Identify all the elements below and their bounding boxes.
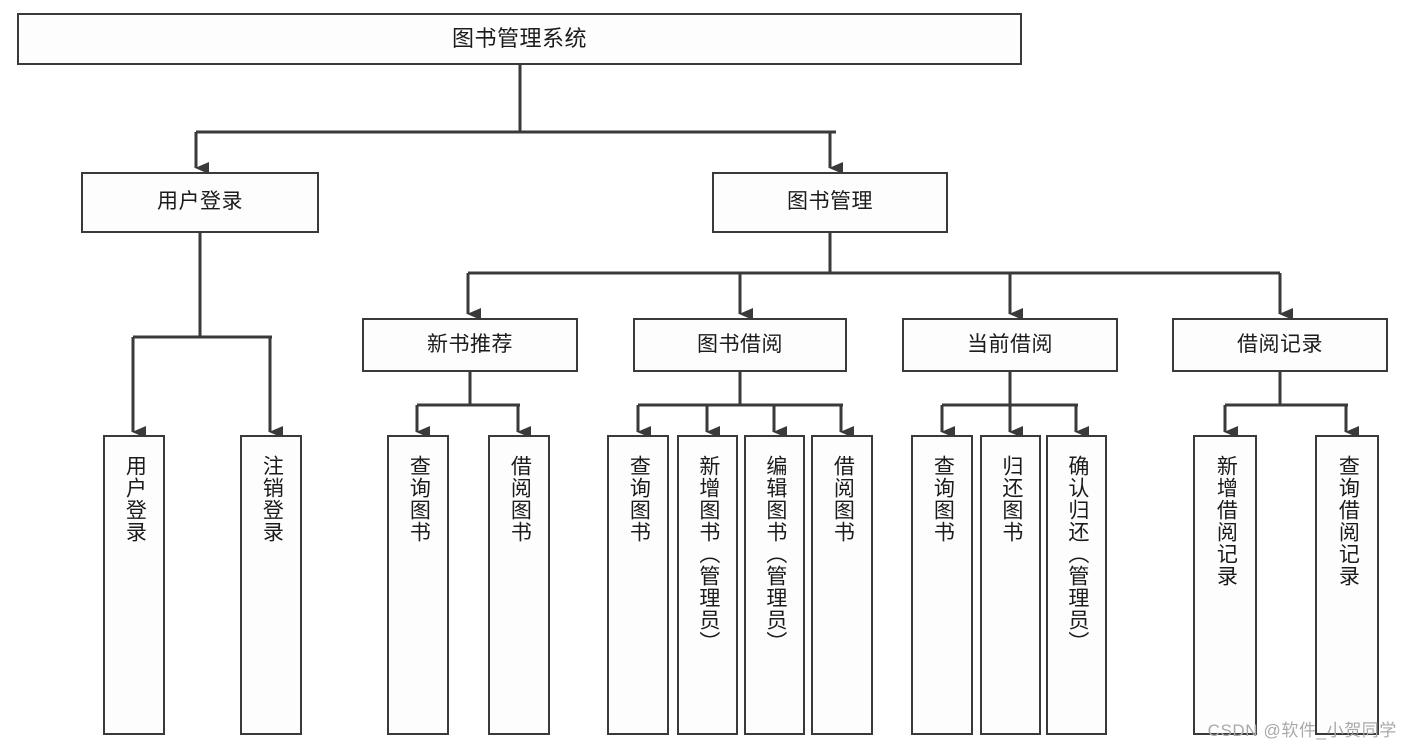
node-book-borrow[interactable]: 图书借阅 xyxy=(633,318,847,372)
node-new-book-recommend[interactable]: 新书推荐 xyxy=(362,318,578,372)
leaf-query-book-newbook[interactable]: 查询图书 xyxy=(387,435,449,735)
leaf-add-borrow-record[interactable]: 新增借阅记录 xyxy=(1193,435,1257,735)
node-user-login-label: 用户登录 xyxy=(157,190,243,214)
node-book-borrow-label: 图书借阅 xyxy=(697,332,783,356)
leaf-return-book-label: 归还图书 xyxy=(999,455,1023,543)
node-root[interactable]: 图书管理系统 xyxy=(17,13,1022,65)
leaf-query-book-borrow-label: 查询图书 xyxy=(627,455,651,543)
leaf-query-book-current[interactable]: 查询图书 xyxy=(911,435,973,735)
watermark: CSDN @软件_小贺同学 xyxy=(1207,721,1397,740)
leaf-confirm-return-admin-label: 确认归还（管理员） xyxy=(1065,455,1089,653)
leaf-return-book[interactable]: 归还图书 xyxy=(980,435,1041,735)
node-new-book-recommend-label: 新书推荐 xyxy=(427,332,513,356)
leaf-user-login[interactable]: 用户登录 xyxy=(103,435,165,735)
node-current-borrow-label: 当前借阅 xyxy=(967,332,1053,356)
leaf-logout-login[interactable]: 注销登录 xyxy=(240,435,302,735)
leaf-query-book-current-label: 查询图书 xyxy=(931,455,955,543)
leaf-query-book-borrow[interactable]: 查询图书 xyxy=(607,435,669,735)
leaf-query-book-newbook-label: 查询图书 xyxy=(407,455,431,543)
leaf-add-book-admin-label: 新增图书（管理员） xyxy=(696,455,720,653)
node-borrow-record-label: 借阅记录 xyxy=(1237,332,1323,356)
leaf-borrow-book-newbook-label: 借阅图书 xyxy=(508,455,532,543)
node-root-label: 图书管理系统 xyxy=(451,26,587,52)
leaf-borrow-book-newbook[interactable]: 借阅图书 xyxy=(488,435,550,735)
leaf-add-borrow-record-label: 新增借阅记录 xyxy=(1214,455,1238,587)
node-borrow-record[interactable]: 借阅记录 xyxy=(1172,318,1388,372)
leaf-borrow-book-borrow-label: 借阅图书 xyxy=(831,455,855,543)
leaf-borrow-book-borrow[interactable]: 借阅图书 xyxy=(811,435,873,735)
node-current-borrow[interactable]: 当前借阅 xyxy=(902,318,1118,372)
node-book-management-label: 图书管理 xyxy=(787,190,873,214)
node-book-management[interactable]: 图书管理 xyxy=(712,172,948,233)
leaf-query-borrow-record-label: 查询借阅记录 xyxy=(1336,455,1360,587)
leaf-add-book-admin[interactable]: 新增图书（管理员） xyxy=(677,435,738,735)
leaf-confirm-return-admin[interactable]: 确认归还（管理员） xyxy=(1046,435,1107,735)
leaf-query-borrow-record[interactable]: 查询借阅记录 xyxy=(1315,435,1379,735)
leaf-user-login-label: 用户登录 xyxy=(123,455,147,543)
leaf-logout-login-label: 注销登录 xyxy=(260,455,284,543)
node-user-login[interactable]: 用户登录 xyxy=(81,172,319,233)
leaf-edit-book-admin[interactable]: 编辑图书（管理员） xyxy=(744,435,805,735)
leaf-edit-book-admin-label: 编辑图书（管理员） xyxy=(763,455,787,653)
